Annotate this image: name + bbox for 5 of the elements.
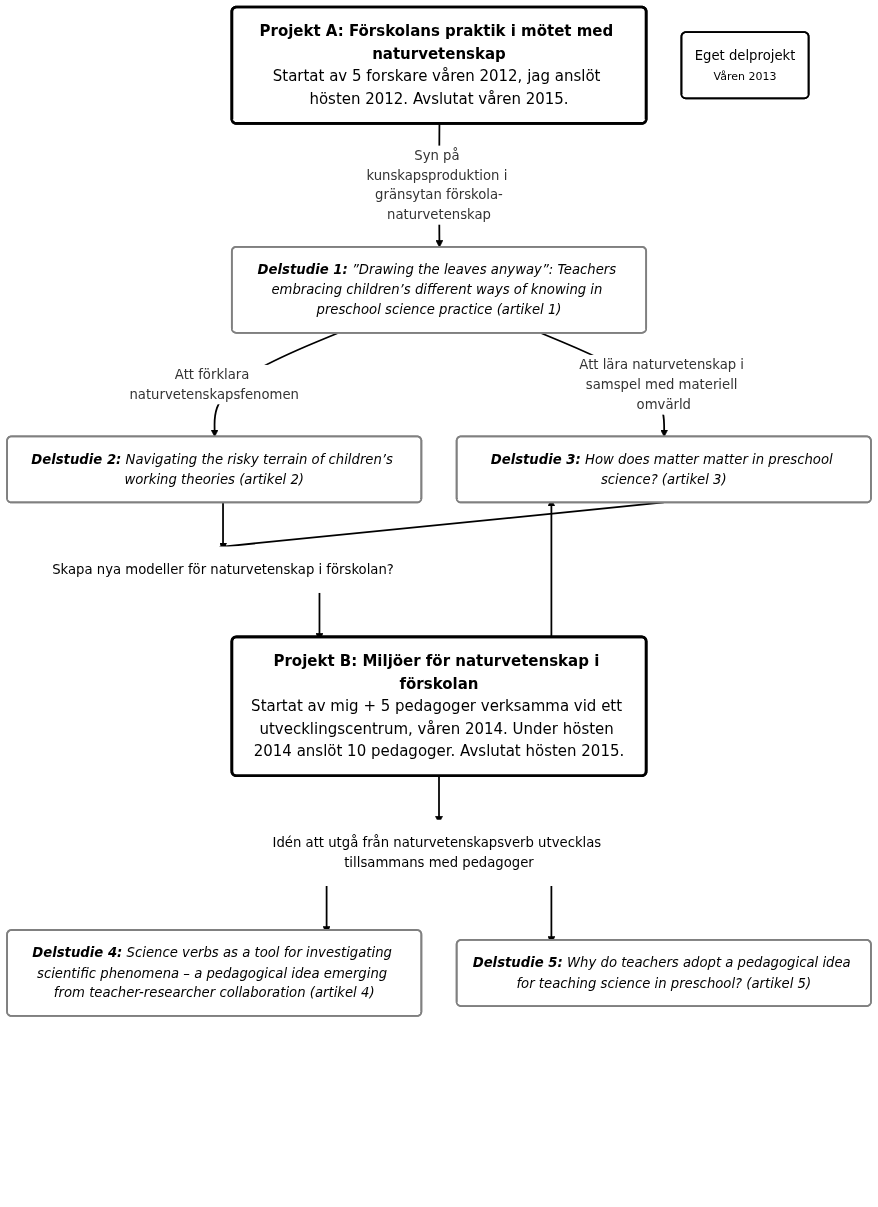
edge-label: Att lära naturvetenskap i samspel med materiell omvärld: [579, 356, 745, 413]
edge-label: Syn på kunskapsproduktion i gränsytan förskola-naturvetenskap: [366, 147, 508, 223]
edge-label: Att förklara naturvetenskapsfenomen: [129, 366, 299, 403]
node-text: Idén att utgå från naturvetenskapsverb utvecklas tillsammans med pedagoger: [272, 834, 602, 871]
node-text: Skapa nya modeller för naturvetenskap i förskolan?: [52, 561, 394, 578]
